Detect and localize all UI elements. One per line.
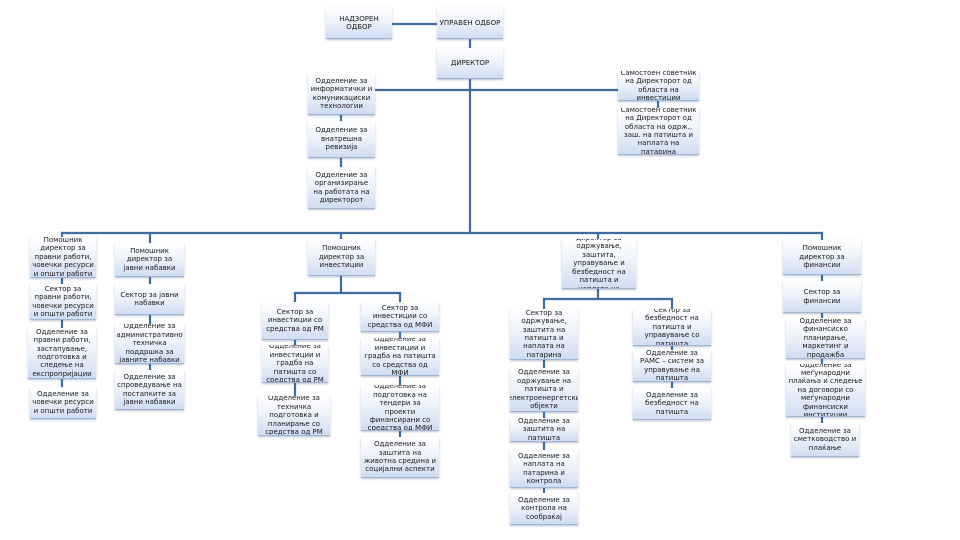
box-odd-odrzhuvanje-elektro: Одделение за одржување на патишта и елек… <box>510 368 578 412</box>
box-pom-finansii: Помошник директор за финансии <box>783 240 861 275</box>
box-pom-odrzhuvanje: Помошник директор за одржување, заштита,… <box>562 239 636 289</box>
box-sovetnik-investicii: Самостоен советник на Директорот од обла… <box>618 71 699 101</box>
box-sek-javni: Сектор за јавни набавки <box>115 284 184 315</box>
box-pom-javni: Помошник директор за јавни набавки <box>115 243 184 277</box>
box-odd-pravni: Одделение за правни работи, застапување,… <box>28 328 96 379</box>
box-odd-bezbednost: Одделение за безбедност на патишта <box>633 388 711 420</box>
box-odd-megjunarodni: Одделение за меѓународни плаќања и следе… <box>786 364 865 417</box>
box-odd-zivotna: Одделение за заштита на животна средина … <box>361 437 439 478</box>
box-pom-pravni: Помошник директор за правни работи, чове… <box>30 237 96 278</box>
box-upraven-odbor: УПРАВЕН ОДБОР <box>437 8 503 39</box>
box-odd-vnatresna-revizija: Одделение за внатрешна ревизија <box>308 121 375 158</box>
box-odd-sproveduvanje: Одделение за спроведување на постапките … <box>115 370 184 410</box>
box-odd-kontrola-soobrakaj: Одделение за контрола на сообраќај <box>510 493 578 525</box>
box-odd-rams: Одделение за РАМС – систем за управување… <box>633 350 711 382</box>
box-odd-tenderi: Одделение за подготовка на тендери за пр… <box>361 385 439 431</box>
box-sek-inv-rm: Сектор за инвестиции со средства од РМ <box>262 302 328 340</box>
box-pom-investicii: Помошник директор за инвестиции <box>308 239 375 276</box>
box-sek-bezbednost: Сектор за безбедност на патишта и управу… <box>633 309 711 346</box>
box-sek-pravni: Сектор за правни работи, човечки ресурси… <box>30 284 96 320</box>
connector-group <box>60 22 824 495</box>
box-odd-smetkovodstvo: Одделение за сметководство и плаќање <box>791 423 859 457</box>
box-nadzoren-odbor: НАДЗОРЕН ОДБОР <box>326 8 392 39</box>
box-odd-tehnicka: Одделение за техничка подготовка и плани… <box>258 396 330 436</box>
box-odd-naplata: Одделение за наплата на патарина и контр… <box>510 450 578 488</box>
box-odd-organiziranje: Одделение за организирање на работата на… <box>308 167 375 209</box>
box-odd-informaticki: Одделение за информатички и комуникациск… <box>308 73 375 115</box>
box-sek-inv-mfi: Сектор за инвестиции со средства од МФИ <box>361 302 439 332</box>
box-odd-zastita-patista: Одделение за заштита на патишта <box>510 418 578 442</box>
box-odd-covecki: Одделение за човечки ресурси и општи раб… <box>30 387 96 419</box>
box-odd-fin-planiranje: Одделение за финансиско планирање, марке… <box>786 318 865 359</box>
box-odd-inv-mfi: Одделение за инвестиции и градба на пати… <box>361 338 439 376</box>
box-sek-finansii: Сектор за финансии <box>783 281 861 313</box>
box-sovetnik-odrzhuvanje: Самостоен советник на Директорот од обла… <box>618 108 699 155</box>
box-odd-admin: Одделение за административно техничка по… <box>115 324 184 364</box>
box-sek-odrzhuvanje: Сектор за одржување, заштита на патишта … <box>510 309 578 360</box>
box-direktor: ДИРЕКТОР <box>437 48 503 79</box>
box-odd-inv-rm: Одделение за инвестиции и градба на пати… <box>262 345 328 383</box>
